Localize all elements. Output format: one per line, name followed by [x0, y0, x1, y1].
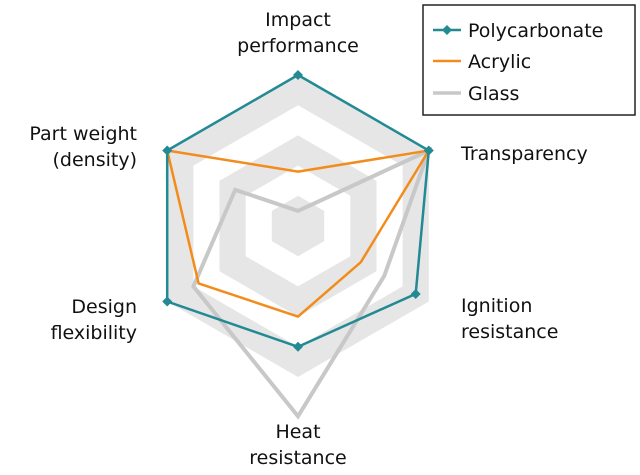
legend: Polycarbonate Acrylic Glass — [422, 4, 636, 116]
axis-label-0-line-1: performance — [237, 35, 359, 57]
data-point-polycarbonate-3 — [293, 341, 303, 352]
legend-item-glass: Glass — [433, 83, 519, 105]
data-point-polycarbonate-4 — [162, 296, 173, 307]
data-point-polycarbonate-2 — [410, 288, 421, 299]
axis-label-5-line-1: (density) — [53, 149, 138, 171]
data-point-polycarbonate-1 — [423, 145, 434, 156]
legend-label-glass: Glass — [468, 83, 519, 105]
data-point-polycarbonate-5 — [162, 145, 173, 156]
axis-label-1-line-0: Transparency — [460, 143, 588, 165]
axis-label-5-line-0: Part weight — [29, 123, 137, 145]
radar-grid — [167, 75, 429, 377]
legend-marker-polycarbonate — [442, 25, 452, 35]
axis-label-3-line-0: Heat — [275, 421, 320, 443]
axis-label-3-line-1: resistance — [249, 447, 346, 469]
axis-label-4-line-1: flexibility — [51, 322, 137, 344]
legend-label-polycarbonate: Polycarbonate — [468, 20, 603, 42]
axis-label-4-line-0: Design — [71, 296, 137, 318]
axis-label-0-line-0: Impact — [265, 9, 331, 31]
legend-label-acrylic: Acrylic — [468, 51, 531, 73]
data-point-polycarbonate-0 — [293, 70, 303, 80]
grid-ring-1 — [271, 195, 325, 257]
radar-series — [162, 70, 434, 420]
legend-item-polycarbonate: Polycarbonate — [433, 20, 603, 42]
axis-label-2-line-0: Ignition — [461, 295, 532, 317]
axis-label-2-line-1: resistance — [461, 321, 558, 343]
legend-item-acrylic: Acrylic — [433, 51, 531, 73]
